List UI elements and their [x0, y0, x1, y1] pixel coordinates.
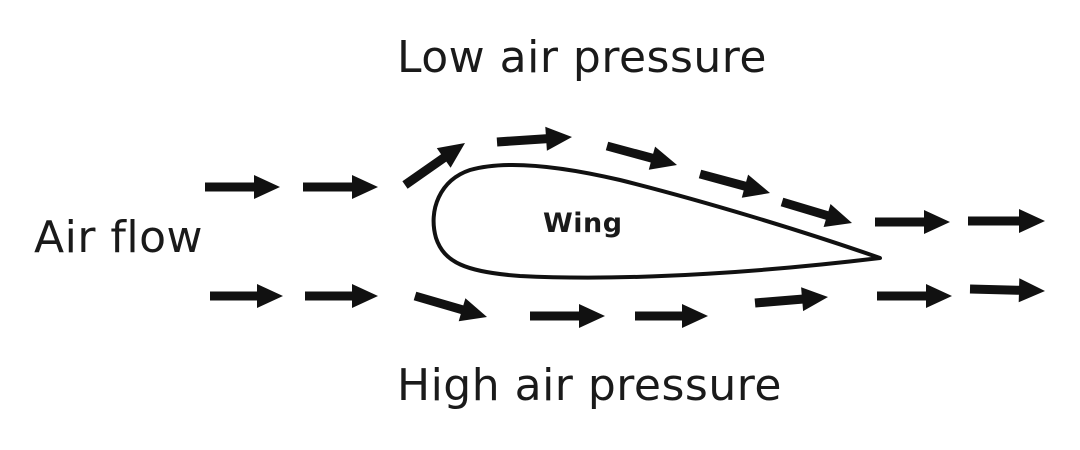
lower-flow-arrow-7	[877, 284, 952, 308]
lower-flow-arrow-6	[754, 287, 828, 312]
lower-flow-arrow-5	[635, 304, 708, 328]
lower-flow-arrow-4	[530, 304, 605, 328]
wing-label: Wing	[543, 208, 623, 239]
wing-airfoil	[431, 163, 882, 280]
lower-flow-arrow-2	[305, 284, 378, 308]
low-pressure-label: Low air pressure	[397, 32, 767, 83]
upper-flow-arrow-9	[968, 209, 1045, 233]
upper-flow-arrow-7	[780, 197, 852, 227]
upper-flow-arrow-5	[605, 141, 677, 170]
upper-flow-arrow-6	[698, 169, 770, 198]
upper-flow-arrow-4	[496, 126, 572, 151]
upper-flow-arrow-8	[875, 210, 950, 234]
upper-flow-arrow-1	[205, 175, 280, 199]
lower-flow-arrow-8	[969, 278, 1045, 303]
air-flow-label: Air flow	[34, 212, 204, 263]
lower-flow-arrow-3	[413, 291, 487, 322]
high-pressure-label: High air pressure	[397, 360, 782, 411]
upper-flow-arrow-2	[303, 175, 378, 199]
airflow-arrows	[205, 126, 1045, 328]
lower-flow-arrow-1	[210, 284, 283, 308]
upper-flow-arrow-3	[402, 143, 465, 189]
